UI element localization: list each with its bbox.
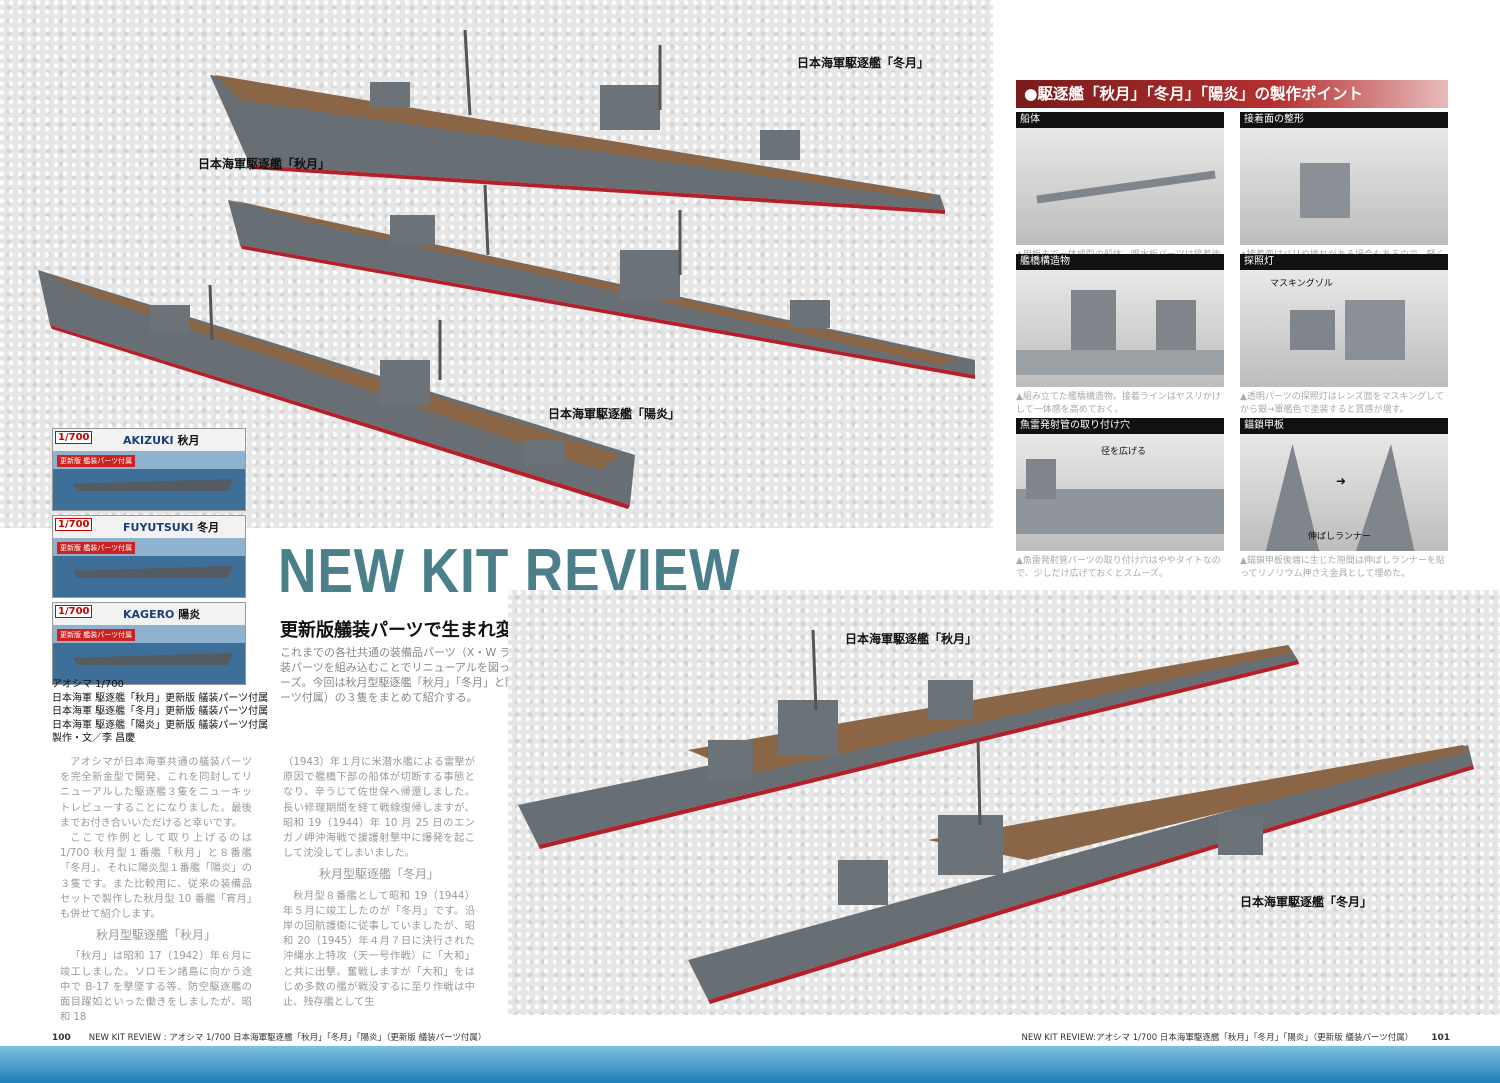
running-footer: NEW KIT REVIEW : アオシマ 1/700 日本海軍駆逐艦「秋月」「…	[88, 1033, 487, 1043]
kit-box-fuyutsuki: 1/700 FUYUTSUKI 冬月 更新版 艦装パーツ付属	[52, 515, 246, 598]
kit-box-kagero: 1/700 KAGERO 陽炎 更新版 艦装パーツ付属	[52, 602, 246, 685]
label-fuyutsuki-bottom: 日本海軍駆逐艦「冬月」	[1240, 895, 1373, 909]
panel-title: 艦橋構造物	[1016, 254, 1224, 270]
kit-name: AKIZUKI 秋月	[123, 434, 200, 447]
body-paragraph: アオシマが日本海軍共通の艤装パーツを完全新金型で開発、これを同封してリニューアル…	[60, 757, 252, 829]
footer-right: NEW KIT REVIEW:アオシマ 1/700 日本海軍駆逐艦「秋月」「冬月…	[1021, 1031, 1450, 1043]
panel-photo	[1016, 128, 1224, 245]
panel-title: 船体	[1016, 112, 1224, 128]
credit-line: 日本海軍 駆逐艦「秋月」更新版 艤装パーツ付属	[52, 692, 269, 704]
ship-fuyutsuki-bottom-hull	[688, 745, 1473, 1000]
kit-box-images: 1/700 AKIZUKI 秋月 更新版 艦装パーツ付属 1/700 FUYUT…	[52, 428, 246, 689]
point-panel-torpedo-holes: 魚雷発射管の取り付け穴 径を広げる ▲魚雷発射管パーツの取り付け穴はややタイトな…	[1016, 418, 1224, 581]
point-panel-gluing-surface: 接着面の整形 ▲接着面はバリや捲れがある場合もあるので、軽く平らにヤスることで密…	[1240, 112, 1448, 275]
panel-title: 接着面の整形	[1240, 112, 1448, 128]
label-fuyutsuki-top: 日本海軍駆逐艦「冬月」	[797, 56, 930, 70]
bottom-ship-photo: 日本海軍駆逐艦「秋月」 日本海軍駆逐艦「冬月」	[508, 590, 1500, 1015]
kit-badge: 更新版 艦装パーツ付属	[57, 629, 136, 641]
build-points-header: ●駆逐艦「秋月」「冬月」「陽炎」の製作ポイント	[1016, 80, 1448, 108]
page-number-left: 100	[52, 1033, 71, 1043]
point-panel-hull: 船体 ▲甲板まで一体成型の船体。喫水板パーツは接着後に合わせ目を丁寧に整形してお…	[1016, 112, 1224, 275]
panel-caption: ▲魚雷発射管パーツの取り付け穴はややタイトなので、少しだけ広げておくとスムーズ。	[1016, 556, 1221, 579]
panel-annotation: マスキングゾル	[1270, 279, 1333, 289]
kit-name: KAGERO 陽炎	[123, 608, 201, 621]
panel-photo	[1240, 128, 1448, 245]
footer-left: 100 NEW KIT REVIEW : アオシマ 1/700 日本海軍駆逐艦「秋…	[52, 1031, 486, 1043]
credit-line: 日本海軍 駆逐艦「陽炎」更新版 艤装パーツ付属	[52, 719, 269, 731]
kit-ship-art	[73, 566, 233, 578]
kit-ship-art	[73, 653, 233, 665]
panel-title: 探照灯	[1240, 254, 1448, 270]
body-paragraph: ここで作例として取り上げるのは 1/700 秋月型１番艦「秋月」と８番艦「冬月」…	[60, 833, 252, 921]
label-akizuki-bottom: 日本海軍駆逐艦「秋月」	[845, 632, 978, 646]
arrow-right-icon: ➜	[1336, 474, 1347, 488]
sea-band-decoration	[0, 1046, 1500, 1083]
kit-box-akizuki: 1/700 AKIZUKI 秋月 更新版 艦装パーツ付属	[52, 428, 246, 511]
panel-photo	[1016, 270, 1224, 387]
page-number-right: 101	[1431, 1033, 1450, 1043]
panel-title: 魚雷発射管の取り付け穴	[1016, 418, 1224, 434]
label-kagero-top: 日本海軍駆逐艦「陽炎」	[548, 407, 681, 421]
ship-fuyutsuki-bottom-deck	[928, 745, 1468, 860]
credit-line: 日本海軍 駆逐艦「冬月」更新版 艤装パーツ付属	[52, 706, 269, 717]
label-akizuki-top: 日本海軍駆逐艦「秋月」	[198, 157, 331, 171]
point-panel-bridge: 艦橋構造物 ▲組み立てた艦橋構造物。接着ラインはヤスリがけして一体感を高めておく…	[1016, 254, 1224, 417]
top-ship-photo: 日本海軍駆逐艦「冬月」 日本海軍駆逐艦「秋月」 日本海軍駆逐艦「陽炎」	[0, 0, 993, 528]
credit-line: 製作・文／李 昌慶	[52, 733, 136, 744]
kit-scale: 1/700	[55, 518, 93, 531]
point-panel-anchor-deck: 錨鎖甲板 ➜ 伸ばしランナー ▲錨鎖甲板後端に生じた隙間は伸ばしランナーを貼って…	[1240, 418, 1448, 581]
panel-caption: ▲錨鎖甲板後端に生じた隙間は伸ばしランナーを貼ってリノリウム押さえ金具として埋め…	[1240, 556, 1445, 579]
panel-photo: ➜ 伸ばしランナー	[1240, 434, 1448, 551]
ship-akizuki-bottom-deck	[688, 645, 1293, 775]
panel-caption: ▲透明パーツの探照灯はレンズ面をマスキングしてから銀→軍艦色で塗装すると質感が増…	[1240, 392, 1445, 415]
ship-akizuki-deck	[232, 200, 960, 365]
kit-badge: 更新版 艦装パーツ付属	[57, 542, 136, 554]
panel-photo: 径を広げる	[1016, 434, 1224, 551]
body-column-1: アオシマが日本海軍共通の艤装パーツを完全新金型で開発、これを同封してリニューアル…	[60, 755, 252, 1025]
body-paragraph: 「秋月」は昭和 17（1942）年６月に竣工しました。ソロモン諸島に向かう途中で…	[60, 951, 252, 1024]
section-heading: 秋月型駆逐艦「秋月」	[95, 928, 216, 943]
kit-ship-art	[73, 479, 233, 491]
ship-models-illustration	[38, 29, 975, 509]
panel-caption: ▲組み立てた艦橋構造物。接着ラインはヤスリがけして一体感を高めておく。	[1016, 392, 1221, 415]
ship-akizuki-bottom-hull	[518, 645, 1298, 845]
kit-name: FUYUTSUKI 冬月	[123, 521, 220, 534]
kit-scale: 1/700	[55, 605, 93, 618]
section-heading: 秋月型駆逐艦「冬月」	[318, 867, 439, 882]
ship-models-illustration-bottom	[518, 629, 1474, 1004]
kit-scale: 1/700	[55, 431, 93, 444]
panel-annotation: 径を広げる	[1101, 447, 1147, 457]
running-footer: NEW KIT REVIEW:アオシマ 1/700 日本海軍駆逐艦「秋月」「冬月…	[1021, 1033, 1414, 1043]
body-paragraph: （1943）年１月に米潜水艦による雷撃が原因で艦橋下部の船体が切断する事態となり…	[283, 757, 475, 860]
kit-credits: アオシマ 1/700 日本海軍 駆逐艦「秋月」更新版 艤装パーツ付属 日本海軍 …	[52, 678, 272, 746]
point-panel-searchlight: 探照灯 マスキングゾル ▲透明パーツの探照灯はレンズ面をマスキングしてから銀→軍…	[1240, 254, 1448, 417]
panel-title: 錨鎖甲板	[1240, 418, 1448, 434]
panel-annotation: 伸ばしランナー	[1308, 532, 1372, 542]
kit-badge: 更新版 艦装パーツ付属	[57, 455, 136, 467]
body-paragraph: 秋月型８番艦として昭和 19（1944）年５月に竣工したのが「冬月」です。沿岸の…	[283, 890, 475, 1009]
credit-line: アオシマ 1/700	[52, 679, 124, 690]
panel-photo: マスキングゾル	[1240, 270, 1448, 387]
body-column-2: （1943）年１月に米潜水艦による雷撃が原因で艦橋下部の船体が切断する事態となり…	[283, 755, 475, 1010]
